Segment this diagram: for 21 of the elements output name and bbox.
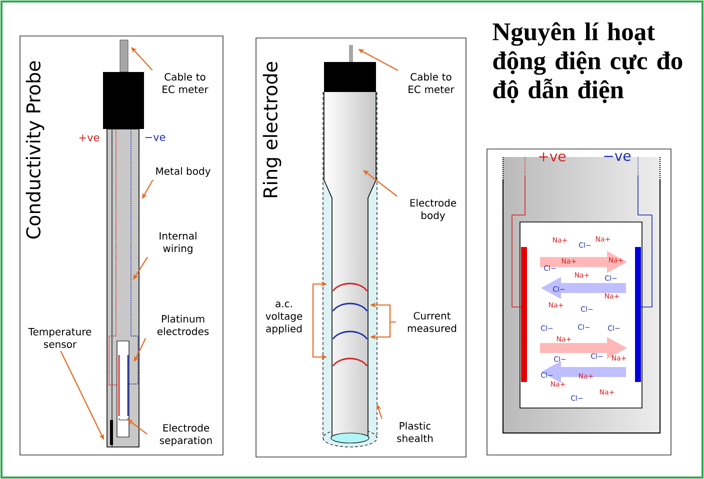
probe-drawing [103,40,144,448]
ring-electrode-drawing [322,45,378,448]
panel-title: Conductivity Probe [26,61,44,239]
polarity-label: +ve [79,134,100,142]
callout-label: Electrode body [410,198,456,222]
callout-label: Internal wiring [160,232,196,254]
diagram-title: Nguyên lí hoạt động điện cực đo độ dẫn điện [492,22,682,104]
polarity-label: −ve [604,152,631,162]
callout-label: Plastic shealth [397,422,433,442]
callout-label: Electrode separation [160,424,212,446]
callout-label: Current measured [408,312,456,332]
callout-label: Cable to EC meter [408,72,454,94]
panel-title: Ring electrode [262,62,282,198]
callout-label: Temperature sensor [28,328,92,348]
callout-label: Cable to EC meter [162,72,208,94]
polarity-label: +ve [539,152,566,162]
callout-label: Metal body [156,167,210,177]
polarity-label: −ve [145,134,166,141]
callout-label: a.c. voltage applied [266,302,302,334]
leader-line [131,47,153,70]
callout-label: Platinum electrodes [157,314,209,336]
